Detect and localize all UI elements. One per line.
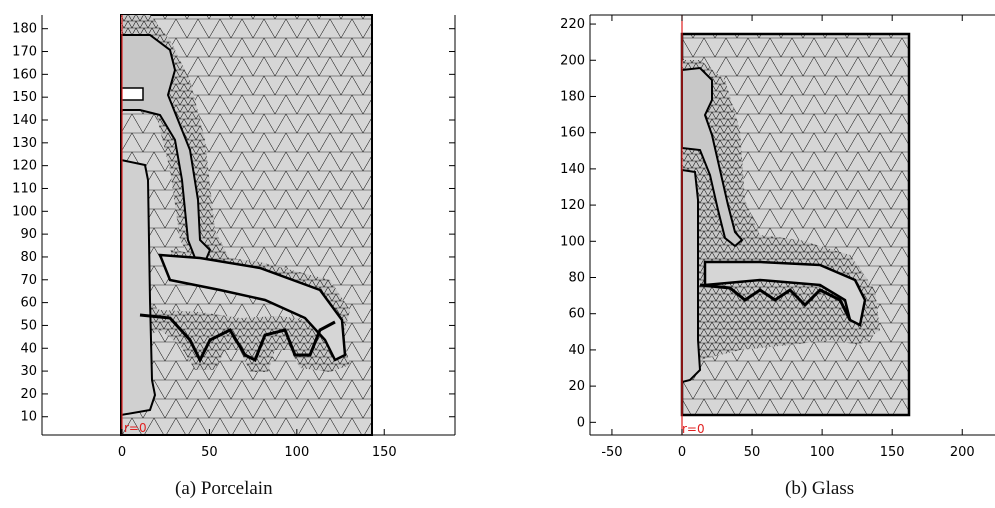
panel-a-x-ticks: 0 50 100 150 (118, 429, 397, 460)
panel-a-y-tick-label: 110 (12, 181, 37, 196)
panel-b-y-tick-label: 160 (560, 126, 585, 141)
panel-a-y-tick-label: 30 (20, 364, 37, 379)
panel-a-y-tick-label: 120 (12, 159, 37, 174)
panel-a-y-tick-label: 50 (20, 318, 37, 333)
panel-a-caption: (a) Porcelain (175, 478, 273, 499)
panel-b-y-tick-label: 20 (568, 379, 585, 394)
panel-a-y-tick-label: 150 (12, 90, 37, 105)
panel-b-x-tick-label: 0 (678, 445, 686, 460)
panel-b-y-ticks: 0 20 40 60 80 100 120 140 160 180 200 220 (560, 17, 596, 430)
panel-a-y-tick-label: 140 (12, 113, 37, 128)
panel-b-x-tick-label: 200 (950, 445, 975, 460)
panel-b-y-tick-label: 0 (577, 415, 585, 430)
panel-b-mesh-refined (682, 60, 880, 380)
panel-b-y-tick-label: 80 (568, 271, 585, 286)
panel-b-y-tick-label: 100 (560, 234, 585, 249)
panel-b-y-tick-label: 140 (560, 162, 585, 177)
panel-a-y-tick-label: 100 (12, 204, 37, 219)
panel-b-caption: (b) Glass (785, 478, 855, 499)
panel-b-x-tick-label: 50 (744, 445, 761, 460)
panel-a-y-tick-label: 130 (12, 136, 37, 151)
panel-b-axis-label: r=0 (682, 422, 705, 436)
panel-b-x-tick-label: 150 (880, 445, 905, 460)
panel-a-insulator-shape (121, 34, 347, 417)
panel-a-y-tick-label: 170 (12, 45, 37, 60)
panel-a-y-tick-label: 180 (12, 22, 37, 37)
panel-a-x-tick-label: 0 (118, 445, 126, 460)
panel-a-x-tick-label: 150 (372, 445, 397, 460)
panel-b-y-tick-label: 180 (560, 89, 585, 104)
panel-b: r=0 0 20 40 60 80 100 120 140 160 180 200 220 -50 0 5… (560, 14, 995, 460)
panel-a-y-tick-label: 40 (20, 341, 37, 356)
panel-a-axis-label: r=0 (124, 421, 147, 435)
panel-a-x-tick-label: 100 (284, 445, 309, 460)
panel-b-y-tick-label: 60 (568, 307, 585, 322)
panel-a: r=0 10 20 30 40 50 60 70 80 90 100 110 120 130 140 150… (12, 14, 456, 460)
panel-a-y-tick-label: 70 (20, 273, 37, 288)
panel-a-y-tick-label: 10 (20, 410, 37, 425)
panel-a-y-ticks: 10 20 30 40 50 60 70 80 90 100 110 120 130 140 150 160 1… (12, 22, 455, 425)
panel-a-y-tick-label: 90 (20, 227, 37, 242)
panel-b-x-ticks: -50 0 50 100 150 200 (601, 15, 975, 460)
panel-b-x-tick-label: 100 (810, 445, 835, 460)
panel-b-y-tick-label: 200 (560, 53, 585, 68)
panel-b-x-tick-label: -50 (601, 445, 622, 460)
panel-b-y-tick-label: 220 (560, 17, 585, 32)
panel-a-x-tick-label: 50 (201, 445, 218, 460)
panel-b-y-tick-label: 120 (560, 198, 585, 213)
panel-a-y-tick-label: 60 (20, 296, 37, 311)
panel-a-y-tick-label: 80 (20, 250, 37, 265)
panel-a-y-tick-label: 20 (20, 387, 37, 402)
panel-a-y-tick-label: 160 (12, 67, 37, 82)
panel-b-y-tick-label: 40 (568, 343, 585, 358)
panel-b-insulator-shape (682, 66, 867, 384)
